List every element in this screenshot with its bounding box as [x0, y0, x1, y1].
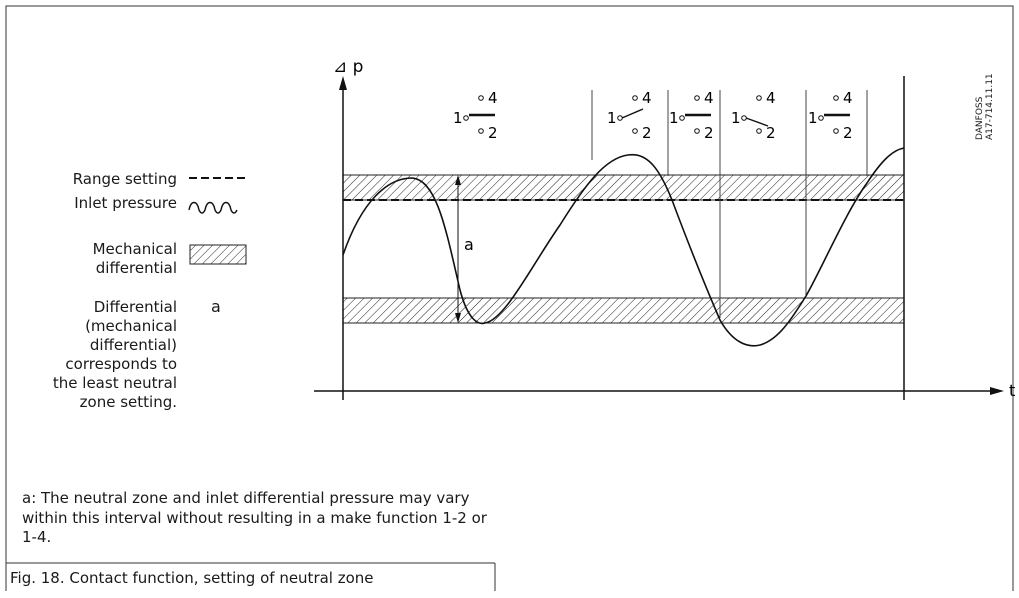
- figure-caption: Fig. 18. Contact function, setting of ne…: [10, 569, 374, 587]
- x-axis-label: t: [1009, 381, 1015, 400]
- terminal-1-dot: [463, 115, 469, 121]
- legend-symbol-a: a: [211, 297, 221, 316]
- terminal-2-dot: [694, 128, 700, 134]
- legend-label-differential: Differential (mechanical differential) c…: [52, 298, 177, 411]
- stamp-line-2: A17-714.11.11: [985, 73, 995, 140]
- switch-symbol-5: 1 4 2: [808, 89, 853, 142]
- terminal-2-dot: [478, 128, 484, 134]
- switch-symbol-2: 1 4 2: [607, 89, 652, 142]
- legend-label-range-setting: Range setting: [72, 170, 177, 188]
- terminal-2-label: 2: [488, 124, 498, 142]
- terminal-1-label: 1: [607, 109, 617, 127]
- terminal-4-label: 4: [766, 89, 776, 107]
- terminal-4-dot: [694, 95, 700, 101]
- explanatory-note: a: The neutral zone and inlet differenti…: [22, 489, 487, 546]
- legend-label-mechanical-differential: Mechanical differential: [92, 240, 177, 277]
- lower-differential-band: [342, 297, 905, 324]
- terminal-2-label: 2: [704, 124, 714, 142]
- terminal-4-dot: [833, 95, 839, 101]
- differential-dimension: [455, 175, 461, 323]
- terminal-2-dot: [756, 128, 762, 134]
- switch-markers: [591, 90, 868, 318]
- terminal-4-label: 4: [488, 89, 498, 107]
- terminal-4-label: 4: [843, 89, 853, 107]
- terminal-1-label: 1: [669, 109, 679, 127]
- wave-icon: [188, 201, 238, 214]
- inlet-pressure-curve: [342, 147, 905, 347]
- y-axis-arrow: [339, 76, 347, 90]
- switch-contact-arm: [745, 117, 769, 127]
- terminal-1-label: 1: [453, 109, 463, 127]
- terminal-4-dot: [632, 95, 638, 101]
- terminal-1-label: 1: [808, 109, 818, 127]
- terminal-1-dot: [617, 115, 623, 121]
- switch-symbol-1: 1 4 2: [453, 89, 498, 142]
- x-axis-arrow: [990, 387, 1004, 395]
- terminal-1-dot: [818, 115, 824, 121]
- terminal-1-dot: [741, 115, 747, 121]
- switch-symbol-4: 1 4 2: [731, 89, 776, 142]
- terminal-2-label: 2: [642, 124, 652, 142]
- terminal-4-label: 4: [642, 89, 652, 107]
- y-axis-label: ⊿ p: [333, 57, 363, 77]
- legend-label-inlet-pressure: Inlet pressure: [74, 194, 177, 212]
- switch-symbol-3: 1 4 2: [669, 89, 714, 142]
- hatched-box-symbol: [189, 244, 247, 265]
- terminal-4-dot: [478, 95, 484, 101]
- terminal-2-label: 2: [843, 124, 853, 142]
- terminal-2-label: 2: [766, 124, 776, 142]
- terminal-1-dot: [679, 115, 685, 121]
- upper-differential-band: [342, 174, 905, 201]
- terminal-1-label: 1: [731, 109, 741, 127]
- terminal-2-dot: [632, 128, 638, 134]
- switch-contact-arm: [621, 108, 644, 119]
- terminal-4-dot: [756, 95, 762, 101]
- drawing-stamp: DANFOSS A17-714.11.11: [975, 73, 995, 140]
- dimension-label: a: [464, 235, 474, 254]
- terminal-2-dot: [833, 128, 839, 134]
- stamp-line-1: DANFOSS: [975, 96, 985, 140]
- terminal-4-label: 4: [704, 89, 714, 107]
- dashed-line-symbol: [189, 177, 245, 179]
